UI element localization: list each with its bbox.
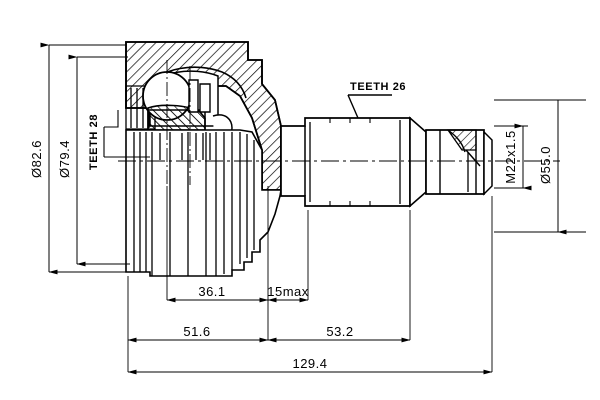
- thread-chamfer-hatch: [446, 129, 477, 151]
- callout-teeth-26: TEETH 26: [347, 81, 406, 119]
- dimension-total-length: 129.4: [127, 356, 493, 375]
- shaft-spline-ticks: [329, 118, 371, 206]
- splined-shaft: [280, 116, 427, 208]
- dim-label-inner-diameter: Ø79.4: [57, 140, 72, 178]
- spline-lines-lower: [133, 132, 255, 276]
- dimension-thread: M22x1.5: [494, 123, 532, 191]
- dim-label-total-length: 129.4: [292, 356, 327, 371]
- dim-label-outer-diameter: Ø82.6: [29, 140, 44, 178]
- dim-label-53-2: 53.2: [326, 324, 353, 339]
- dimension-15max: 15max: [267, 284, 309, 303]
- dim-label-51-6: 51.6: [183, 324, 210, 339]
- callout-label-teeth-26: TEETH 26: [350, 81, 406, 93]
- cv-joint-body: [125, 41, 282, 277]
- dimension-outer-diameter: Ø82.6: [29, 42, 130, 275]
- dim-label-thread: M22x1.5: [503, 130, 518, 183]
- dimension-right-diameter: Ø55.0: [494, 99, 586, 235]
- callout-label-teeth-28: TEETH 28: [88, 114, 100, 170]
- dimension-inner-diameter: Ø79.4: [57, 54, 130, 267]
- extension-lines: [127, 186, 493, 372]
- cage-ring: [188, 79, 199, 113]
- dim-label-36-1: 36.1: [198, 284, 225, 299]
- cage-slots: [159, 133, 211, 160]
- shaft-taper: [409, 116, 427, 208]
- dimension-53-2: 53.2: [267, 324, 411, 343]
- dimension-36-1: 36.1: [166, 284, 269, 303]
- threaded-end: [425, 129, 493, 196]
- dimension-51-6: 51.6: [127, 324, 269, 343]
- dim-label-right-diameter: Ø55.0: [538, 146, 553, 184]
- dim-label-15max: 15max: [267, 284, 309, 299]
- callout-teeth-28: TEETH 28: [88, 110, 150, 170]
- bell-housing-lower: [125, 129, 282, 277]
